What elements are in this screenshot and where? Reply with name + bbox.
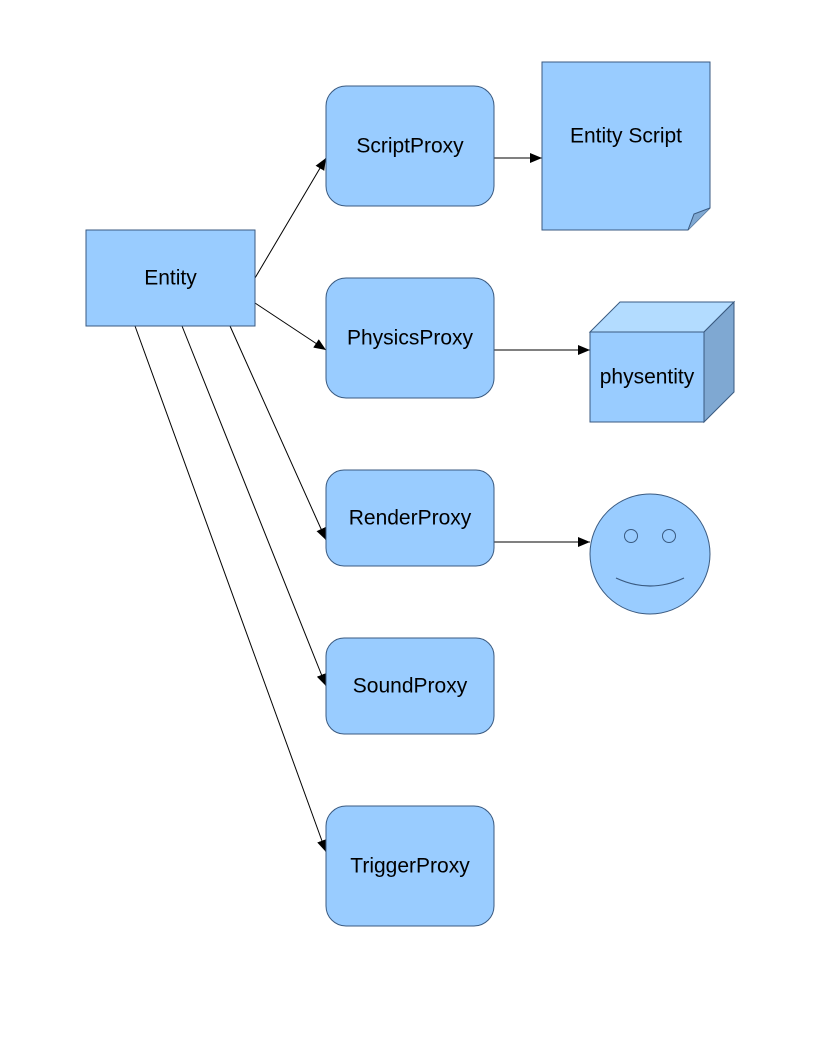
- render-proxy-label: RenderProxy: [349, 507, 472, 530]
- cube-front-face: [589, 331, 705, 423]
- script-proxy-label: ScriptProxy: [356, 135, 464, 158]
- edge-entity-triggerproxy: [134, 325, 327, 853]
- cube-icon: [588, 300, 736, 424]
- entity-node: Entity: [85, 229, 256, 327]
- sound-proxy-node: SoundProxy: [325, 637, 495, 735]
- smiley-mouth: [615, 577, 685, 587]
- smiley-face-icon: [589, 493, 711, 615]
- smiley-head: [589, 493, 711, 615]
- entity-script-node: Entity Script: [541, 61, 711, 231]
- physics-proxy-node: PhysicsProxy: [325, 277, 495, 399]
- edges: [134, 153, 590, 853]
- document-fold: [687, 207, 711, 231]
- smiley-right-eye: [662, 529, 676, 543]
- entity-label: Entity: [144, 267, 197, 290]
- render-proxy-node: RenderProxy: [325, 469, 495, 567]
- edge-entity-scriptproxy: [254, 157, 327, 279]
- edge-entity-physicsproxy: [254, 302, 327, 351]
- sound-proxy-label: SoundProxy: [353, 675, 468, 698]
- trigger-proxy-label: TriggerProxy: [350, 855, 470, 878]
- physics-proxy-label: PhysicsProxy: [347, 327, 474, 350]
- script-proxy-node: ScriptProxy: [325, 85, 495, 207]
- entity-script-label: Entity Script: [570, 125, 682, 148]
- edge-entity-soundproxy: [181, 325, 327, 687]
- smiley-left-eye: [624, 529, 638, 543]
- physentity-node: physentity: [588, 300, 736, 424]
- trigger-proxy-node: TriggerProxy: [325, 805, 495, 927]
- physentity-label: physentity: [600, 366, 695, 389]
- edge-entity-renderproxy: [229, 325, 327, 541]
